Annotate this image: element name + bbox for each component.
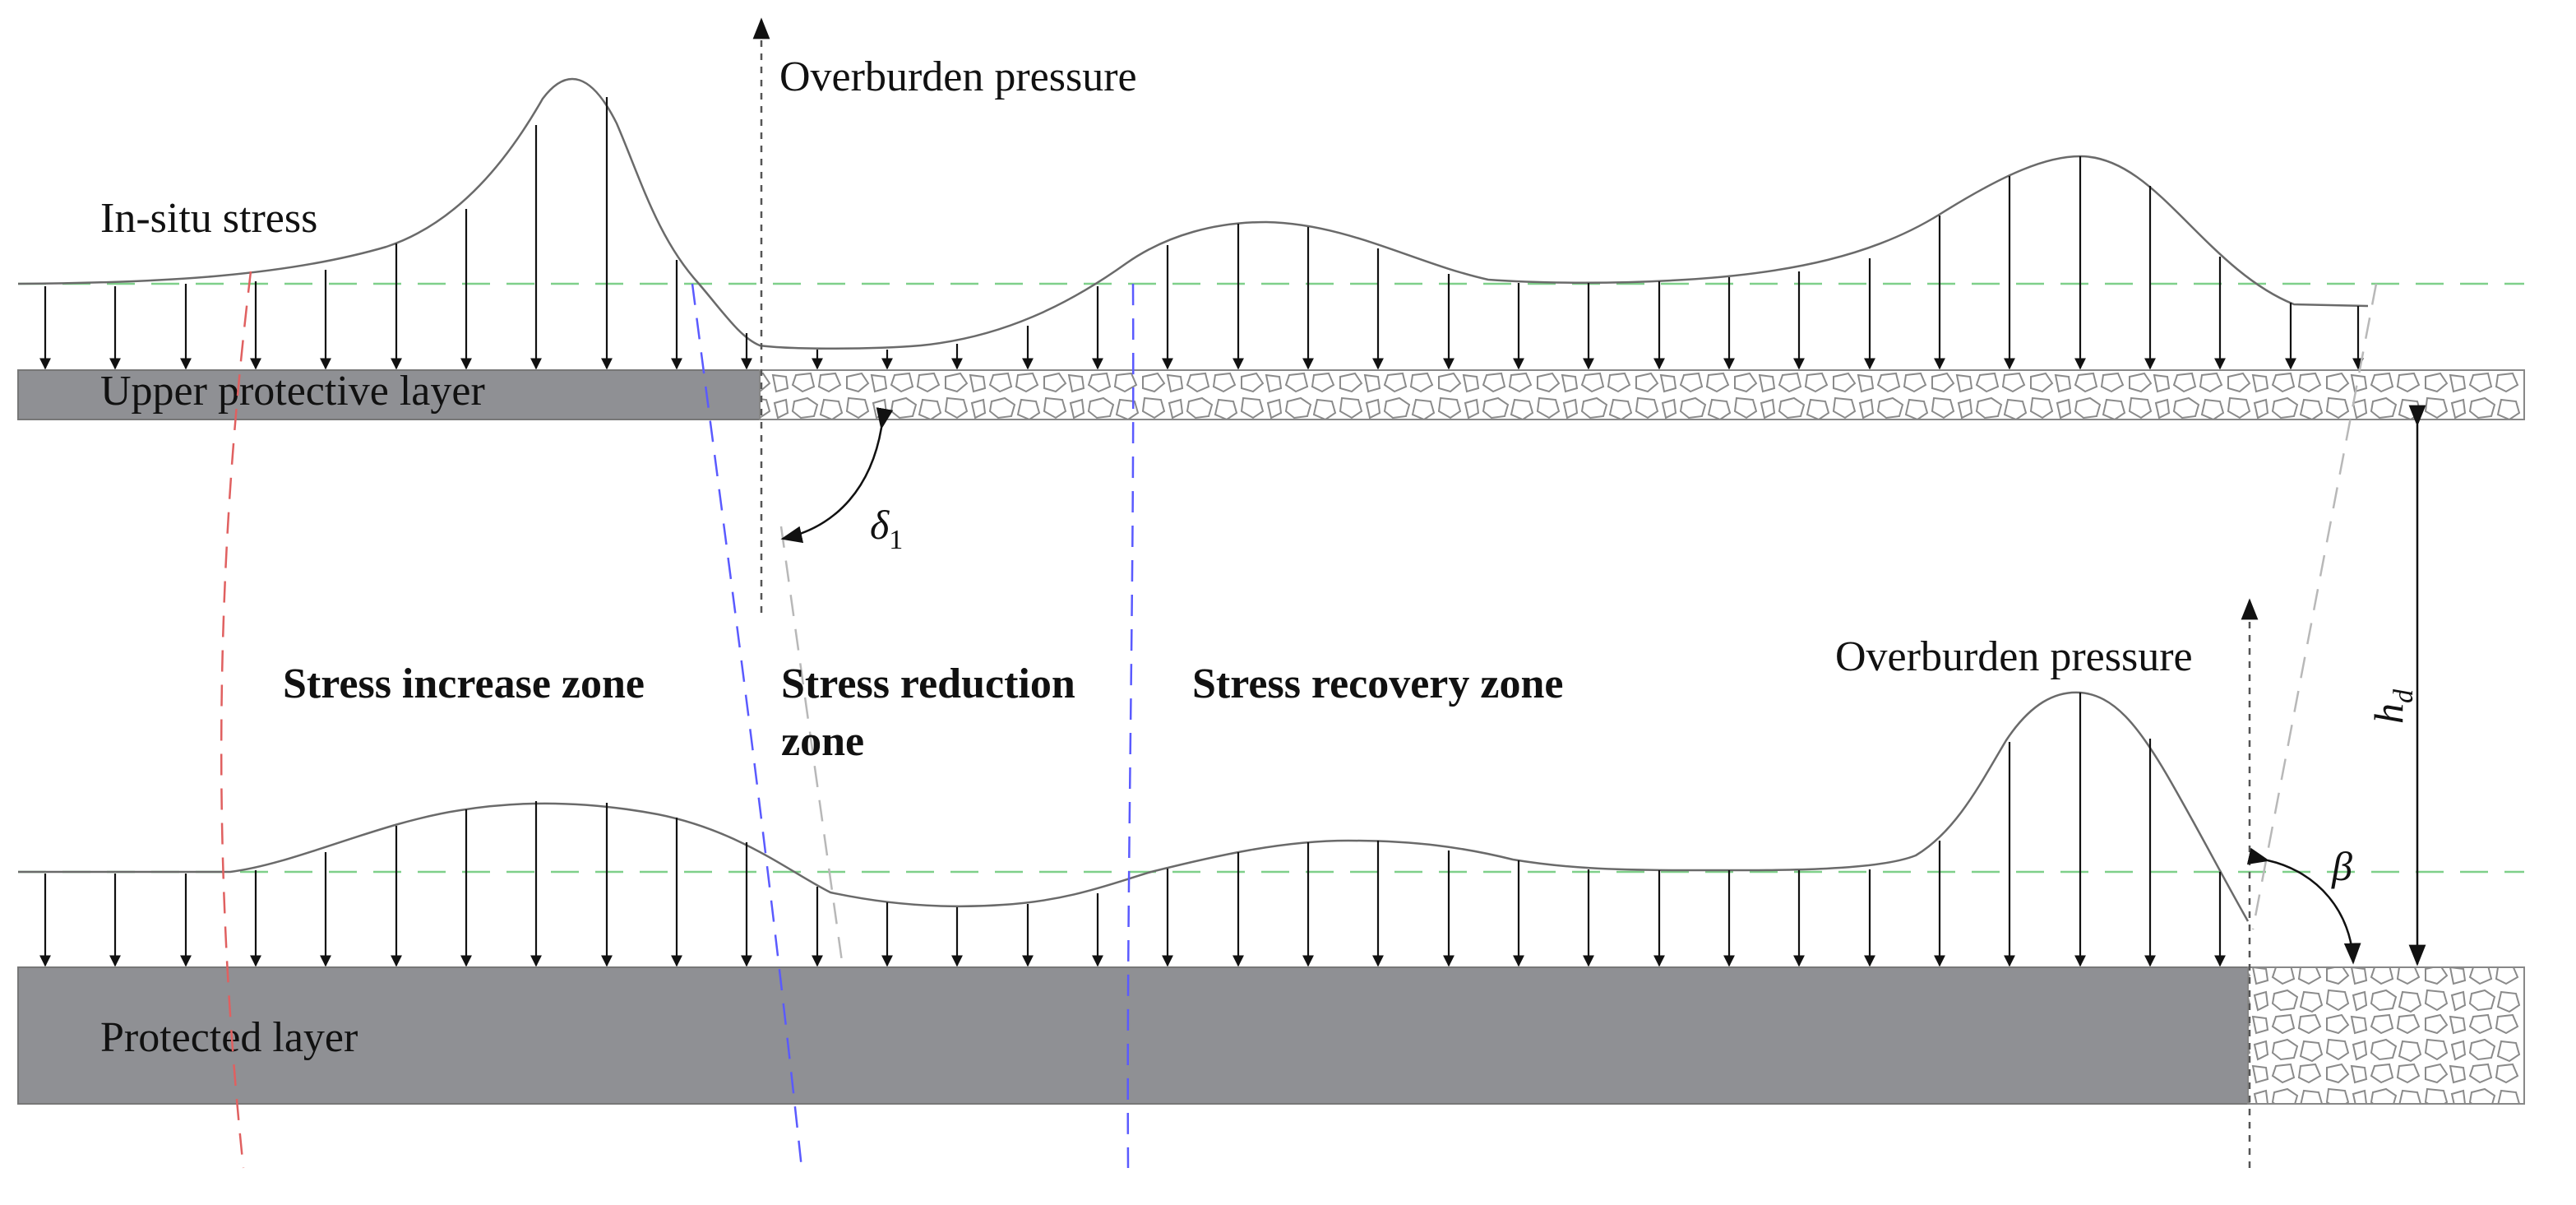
overburden-pressure-bottom-label: Overburden pressure (1835, 633, 2193, 680)
protected-layer-label: Protected layer (100, 1014, 358, 1061)
stress-reduction-zone-label-line2: zone (781, 718, 864, 765)
upper-protective-layer-label: Upper protective layer (100, 368, 485, 415)
lower-stress-arrows (39, 693, 2226, 967)
delta-symbol: δ1 (870, 502, 903, 555)
stress-reduction-zone-label-line1: Stress reduction (781, 660, 1075, 707)
upper-layer-solid (17, 369, 761, 420)
protected-layer-goaf (2247, 966, 2525, 1105)
grey-boundary-line-right (2251, 283, 2378, 930)
beta-symbol: β (2331, 843, 2352, 889)
protected-layer-solid (17, 966, 2249, 1105)
lower-stress-curve (18, 691, 2250, 922)
red-boundary-line (220, 271, 252, 1169)
upper-layer-goaf (759, 369, 2525, 420)
blue-boundary-line-left (691, 283, 803, 1169)
stress-recovery-zone-label: Stress recovery zone (1192, 660, 1563, 707)
hd-symbol: hd (2366, 688, 2419, 724)
upper-stress-arrows (39, 97, 2364, 370)
upper-stress-curve (17, 77, 2369, 350)
stress-increase-zone-label: Stress increase zone (283, 660, 645, 707)
protected-layer: Protected layer (17, 966, 2525, 1105)
upper-protective-layer: Upper protective layer (17, 368, 2525, 420)
grey-boundary-line-left (779, 526, 844, 968)
beta-angle-arc (2246, 847, 2361, 965)
overburden-pressure-top-label: Overburden pressure (779, 53, 1137, 100)
delta-angle-arc (780, 407, 894, 544)
in-situ-stress-label: In-situ stress (100, 195, 317, 242)
zone-boundaries (220, 271, 2378, 1169)
